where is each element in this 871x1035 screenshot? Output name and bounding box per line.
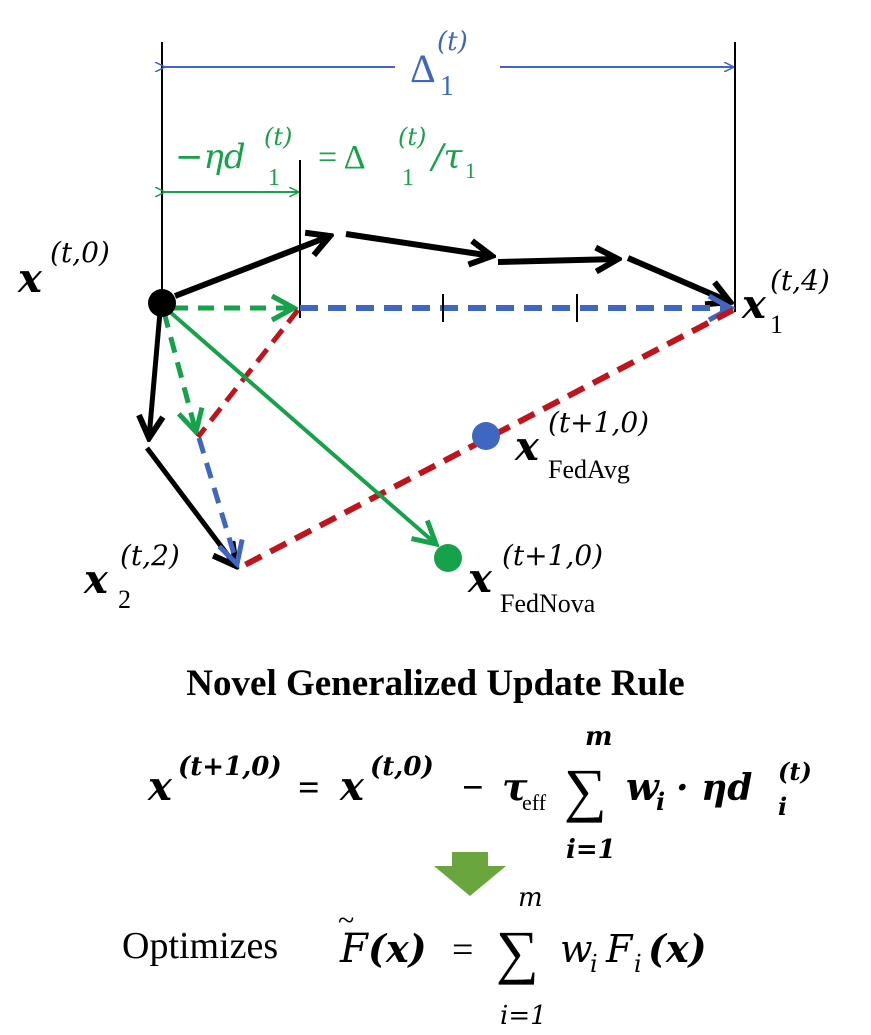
svg-text:i: i <box>778 792 787 821</box>
svg-text:∑: ∑ <box>564 757 607 823</box>
svg-text:∑: ∑ <box>496 919 539 985</box>
svg-text:i=1: i=1 <box>566 835 616 865</box>
svg-text:FedAvg: FedAvg <box>548 455 630 484</box>
x2-label: x 2 (t,2) <box>83 539 180 614</box>
x1-label: x 1 (t,4) <box>741 264 830 339</box>
svg-text:= Δ: = Δ <box>318 139 366 176</box>
svg-text:(t): (t) <box>264 123 292 151</box>
objective-formula: Optimizes F ~ (x) = ∑ m i=1 w i F i (x) <box>122 883 707 1031</box>
svg-text:m: m <box>518 883 543 913</box>
fednova-combination-line <box>196 308 300 439</box>
svg-text:i: i <box>590 950 598 978</box>
svg-text:i: i <box>634 950 642 978</box>
svg-text:(t+1,0): (t+1,0) <box>178 752 282 782</box>
svg-text:τ: τ <box>502 764 528 809</box>
fedavg-point <box>472 422 500 450</box>
fedavg-combination-line <box>237 307 735 571</box>
svg-text:Δ: Δ <box>410 46 436 91</box>
svg-text:−ηd: −ηd <box>175 137 246 177</box>
svg-text:1: 1 <box>440 71 454 102</box>
svg-text:(t,2): (t,2) <box>120 539 180 572</box>
svg-text:Optimizes: Optimizes <box>122 925 278 967</box>
client1-local-steps <box>173 234 730 302</box>
svg-text:i=1: i=1 <box>500 1001 547 1031</box>
svg-text:(x): (x) <box>368 926 427 971</box>
start-point <box>148 289 176 317</box>
svg-text:x: x <box>467 555 493 602</box>
svg-text:x: x <box>514 423 540 470</box>
fednova-update-arrow <box>168 310 436 544</box>
svg-text:x: x <box>147 763 173 810</box>
svg-text:x: x <box>741 281 767 328</box>
svg-text:F: F <box>339 926 369 972</box>
svg-text:=: = <box>452 929 473 971</box>
normalized-step-client2 <box>161 311 196 432</box>
diagram-title: Novel Generalized Update Rule <box>186 663 685 704</box>
fednova-point <box>434 544 462 572</box>
fednova-label: x FedNova (t+1,0) <box>467 539 603 618</box>
svg-text:(x): (x) <box>648 926 707 971</box>
svg-text:(t,0): (t,0) <box>370 752 434 782</box>
fedavg-label: x FedAvg (t+1,0) <box>514 406 649 484</box>
step-label: −ηd 1 (t) = Δ 1 (t) /τ 1 <box>175 123 476 191</box>
svg-text:1: 1 <box>465 158 476 183</box>
svg-text:w: w <box>560 927 593 971</box>
down-arrow-icon <box>434 852 506 896</box>
svg-text:i: i <box>656 787 665 816</box>
cumulative-update-client2 <box>196 437 237 564</box>
svg-text:1: 1 <box>402 165 414 191</box>
svg-text:FedNova: FedNova <box>500 589 596 618</box>
delta-label: Δ 1 (t) <box>410 27 468 102</box>
x0-label: x (t,0) <box>17 236 110 302</box>
svg-text:· ηd: · ηd <box>676 767 752 809</box>
svg-text:x: x <box>17 255 43 302</box>
svg-text:(t): (t) <box>437 27 468 57</box>
svg-text:−: − <box>462 767 484 809</box>
svg-text:/τ: /τ <box>429 137 463 177</box>
svg-text:2: 2 <box>118 585 131 614</box>
svg-text:1: 1 <box>770 310 783 339</box>
svg-text:x: x <box>339 763 365 810</box>
client2-local-steps <box>147 311 236 566</box>
svg-text:(t,4): (t,4) <box>770 264 830 297</box>
svg-text:~: ~ <box>338 904 354 937</box>
svg-text:=: = <box>298 767 320 809</box>
svg-text:w: w <box>626 764 660 809</box>
svg-text:(t): (t) <box>778 757 812 786</box>
svg-text:(t): (t) <box>398 123 426 151</box>
svg-text:(t+1,0): (t+1,0) <box>502 539 603 572</box>
svg-text:(t+1,0): (t+1,0) <box>548 406 649 439</box>
svg-text:(t,0): (t,0) <box>50 236 110 269</box>
svg-text:F: F <box>605 927 634 971</box>
svg-text:eff: eff <box>522 790 547 815</box>
svg-text:x: x <box>83 556 109 603</box>
svg-text:1: 1 <box>268 165 280 191</box>
update-rule-formula: x (t+1,0) = x (t,0) − τ eff ∑ m i=1 w i … <box>147 722 812 865</box>
svg-text:m: m <box>585 722 613 752</box>
